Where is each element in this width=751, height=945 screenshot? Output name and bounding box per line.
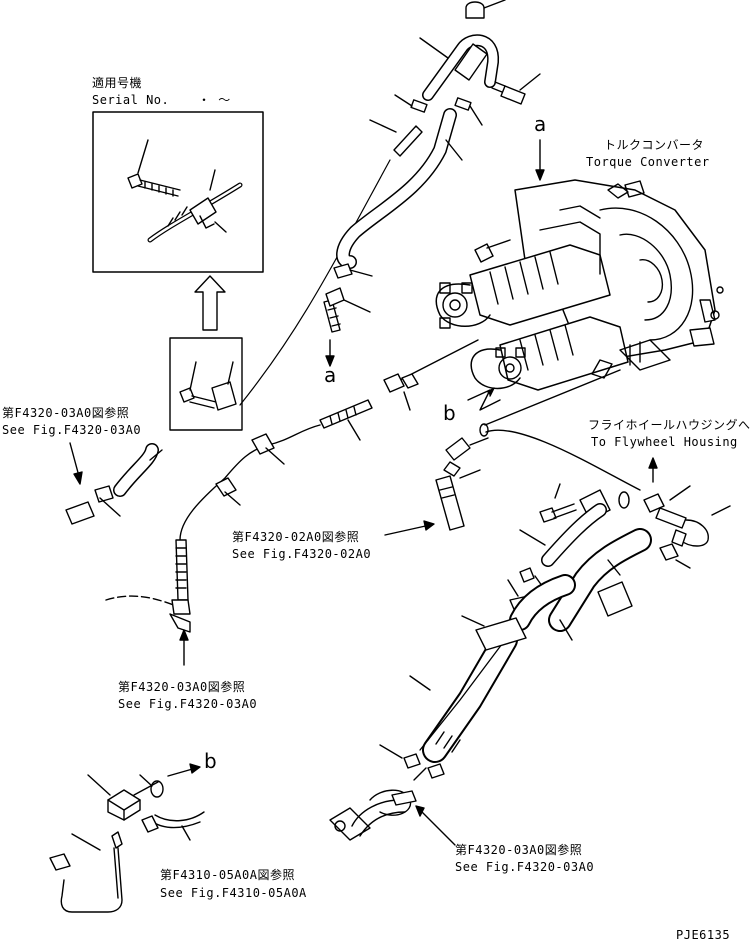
lower-hose-cluster <box>330 484 640 845</box>
ref-4-jp: 第F4310-05A0A図参照 <box>160 868 295 882</box>
serial-range-mark: ・ ～ <box>198 93 231 107</box>
serial-detail-box <box>93 112 263 272</box>
serial-title-jp: 適用号機 <box>92 76 143 90</box>
marker-b-mid: b <box>443 401 457 425</box>
marker-b-low: b <box>204 749 218 773</box>
marker-a-top: a <box>534 112 547 136</box>
ref-4-en: See Fig.F4310-05A0A <box>160 886 307 900</box>
bottom-left-fittings <box>50 764 204 912</box>
up-arrow <box>195 276 225 330</box>
clip-detail-box <box>170 338 242 430</box>
top-hose-assembly <box>324 0 540 332</box>
flywheel-jp: フライホイールハウジングへ <box>588 418 751 432</box>
ref-2-jp: 第F4320-02A0図参照 <box>232 530 360 544</box>
drawing-id: PJE6135 <box>676 928 731 942</box>
torque-converter-jp: トルクコンバータ <box>604 138 705 152</box>
ref-5-jp: 第F4320-03A0図参照 <box>455 843 583 857</box>
torque-converter-en: Torque Converter <box>586 155 710 169</box>
serial-title-en: Serial No. <box>92 93 170 107</box>
ref-1-jp: 第F4320-03A0図参照 <box>2 406 130 420</box>
ref-5-en: See Fig.F4320-03A0 <box>455 860 595 874</box>
ref-3-jp: 第F4320-03A0図参照 <box>118 680 246 694</box>
ref-1-en: See Fig.F4320-03A0 <box>2 423 142 437</box>
pump-assembly <box>436 180 723 390</box>
marker-a-mid: a <box>324 363 337 387</box>
ref-3-en: See Fig.F4320-03A0 <box>118 697 258 711</box>
ref-2-en: See Fig.F4320-02A0 <box>232 547 372 561</box>
flywheel-en: To Flywheel Housing <box>591 435 738 449</box>
